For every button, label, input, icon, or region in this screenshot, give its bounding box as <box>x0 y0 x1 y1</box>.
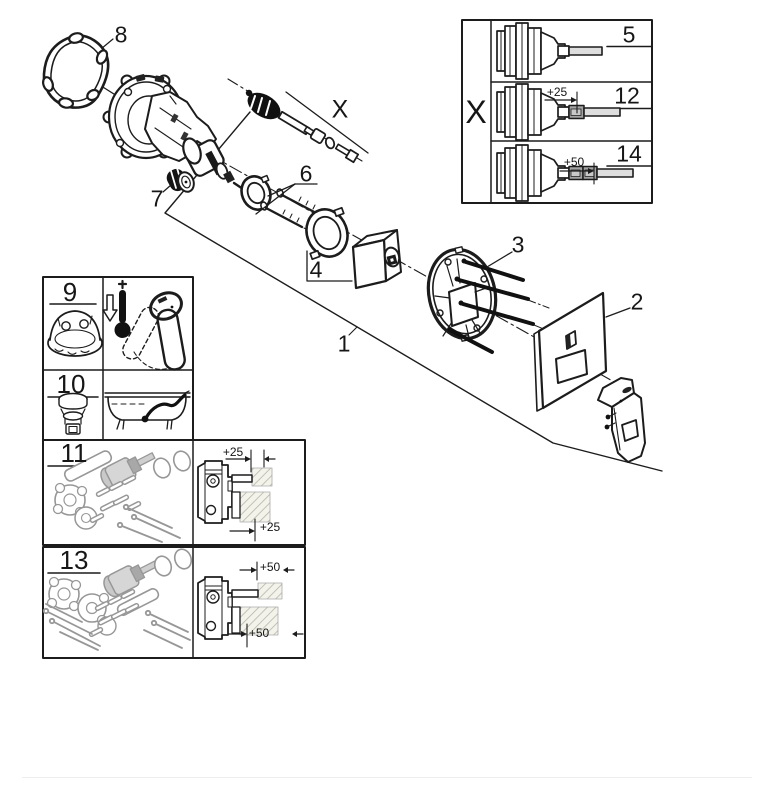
leader-line-3 <box>486 251 513 268</box>
installation-depth-13 <box>197 561 304 648</box>
box-13-dimension-top: +50 <box>259 560 281 574</box>
leader-line-4 <box>306 250 353 282</box>
info-box-13 <box>42 546 306 659</box>
part-label-4: 4 <box>309 256 323 283</box>
info-box-9-10 <box>42 276 194 441</box>
variant-cartridge-12-icon <box>496 83 621 141</box>
lever-handle-part <box>597 377 646 463</box>
part-label-8: 8 <box>114 21 128 48</box>
variant-box <box>461 19 653 204</box>
stop-ring-part <box>240 174 272 211</box>
variant-cartridge-14-icon <box>496 144 634 202</box>
part-label-x: X <box>331 95 349 124</box>
bathtub-icon <box>104 390 191 430</box>
mounting-plate-part <box>426 246 498 342</box>
extension-parts-13-icon <box>42 548 193 651</box>
info-box-11 <box>42 439 306 546</box>
temperature-limiter-icon <box>47 310 103 357</box>
info-box-9-number: 9 <box>62 277 78 307</box>
leader-line-7 <box>162 184 172 193</box>
cover-plate-part <box>533 291 608 412</box>
box-11-dimension-bottom: +25 <box>259 520 281 534</box>
spindle-assembly-part <box>227 78 369 164</box>
box-13-dimension-bottom: +50 <box>248 626 270 640</box>
info-box-10-number: 10 <box>56 369 86 399</box>
installation-depth-11 <box>197 449 276 542</box>
knob-part <box>166 167 195 193</box>
page-footer-rule <box>22 777 752 778</box>
variant-dimension-12: +25 <box>546 85 568 99</box>
leader-line-x <box>285 91 369 154</box>
part-label-1: 1 <box>337 330 351 357</box>
part-label-3: 3 <box>511 231 525 258</box>
lever-handle-icon <box>122 291 186 371</box>
thermometer-icon <box>114 279 131 338</box>
part-label-7: 7 <box>150 185 164 212</box>
hand-shower-icon <box>141 390 191 423</box>
down-arrow-icon <box>102 294 118 322</box>
leader-line-2 <box>605 307 631 318</box>
variant-dimension-14: +50 <box>563 155 585 169</box>
info-box-11-number: 11 <box>60 438 88 468</box>
cartridge-part <box>182 137 247 193</box>
carrier-ring-part <box>305 206 349 261</box>
sleeve-cube-part <box>351 229 402 290</box>
valve-body-part <box>102 74 217 162</box>
box-11-dimension-top: +25 <box>222 445 244 459</box>
part-label-2: 2 <box>630 288 644 315</box>
check-valve-icon <box>58 392 88 435</box>
extension-parts-11-icon <box>52 450 192 543</box>
variant-number-5: 5 <box>622 21 636 48</box>
info-box-13-number: 13 <box>59 545 89 575</box>
leader-line-6 <box>255 183 318 215</box>
variant-number-12: 12 <box>614 82 640 109</box>
variant-box-label: X <box>465 94 487 130</box>
part-label-6: 6 <box>299 160 313 187</box>
variant-cartridge-5-icon <box>496 22 603 80</box>
gasket-part <box>42 32 110 109</box>
variant-number-14: 14 <box>616 140 642 167</box>
